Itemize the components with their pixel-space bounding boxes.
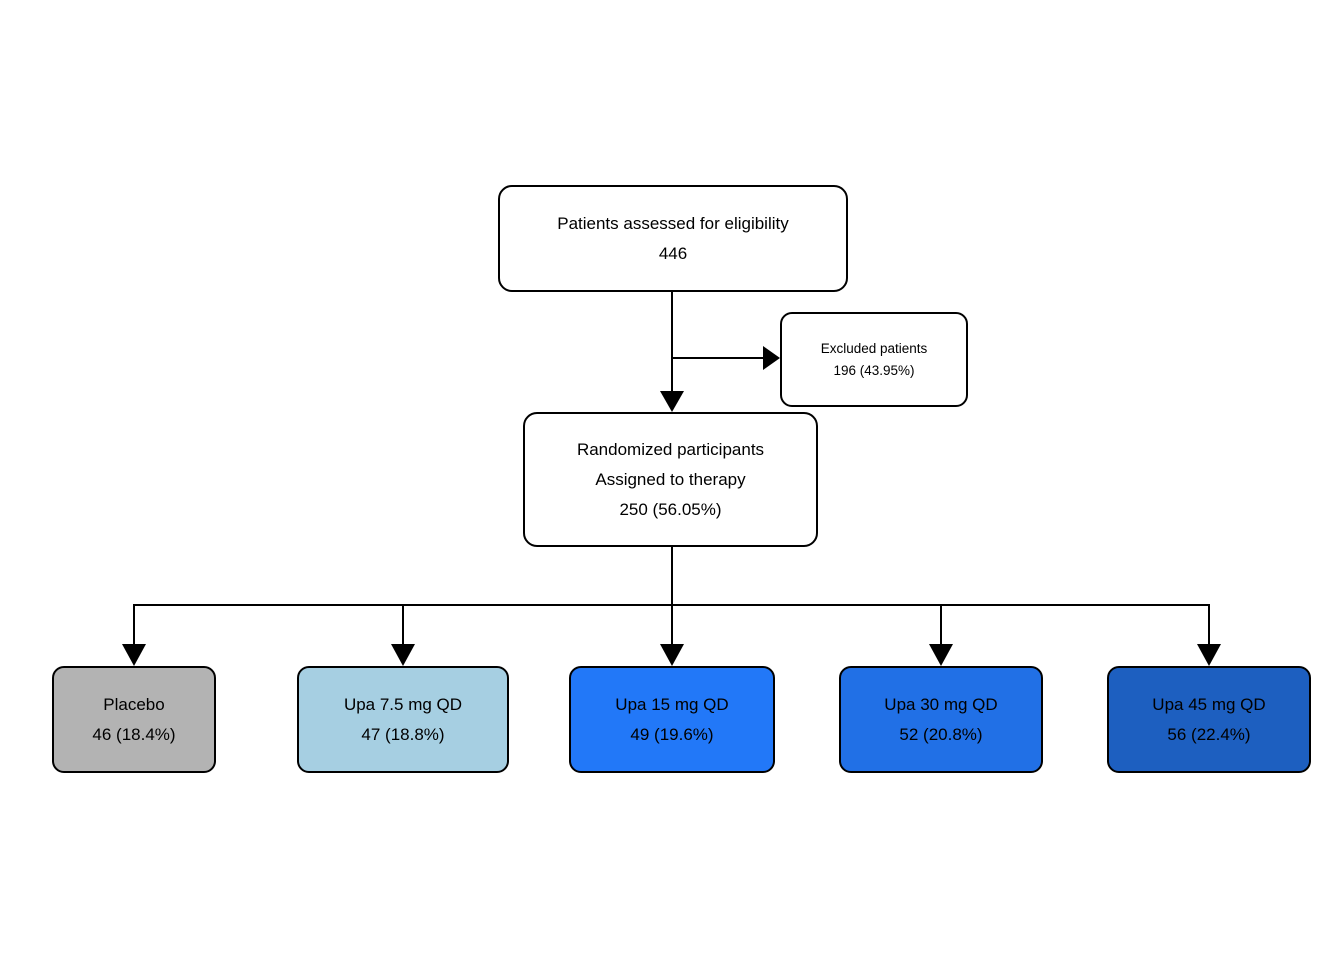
arm-label: Upa 15 mg QD xyxy=(615,694,729,714)
randomized-label-1: Randomized participants xyxy=(576,439,765,459)
arm-label: Upa 45 mg QD xyxy=(1152,694,1266,714)
arm-box-upa-45: Upa 45 mg QD 56 (22.4%) xyxy=(1107,666,1311,773)
arrowhead-arm-upa45 xyxy=(1197,644,1221,666)
excluded-count: 196 (43.95%) xyxy=(833,362,915,378)
arm-box-placebo: Placebo 46 (18.4%) xyxy=(52,666,216,773)
arrowhead-excluded xyxy=(763,346,780,370)
arm-count: 47 (18.8%) xyxy=(361,724,445,744)
eligibility-box: Patients assessed for eligibility 446 xyxy=(498,185,848,292)
arrowhead-arm-upa30 xyxy=(929,644,953,666)
eligibility-count: 446 xyxy=(658,243,688,263)
arm-box-upa-30: Upa 30 mg QD 52 (20.8%) xyxy=(839,666,1043,773)
excluded-label: Excluded patients xyxy=(820,340,928,356)
arm-label: Upa 7.5 mg QD xyxy=(343,694,463,714)
arrowhead-arm-upa15 xyxy=(660,644,684,666)
arrowhead-randomized xyxy=(660,391,684,412)
arm-box-upa-15: Upa 15 mg QD 49 (19.6%) xyxy=(569,666,775,773)
arm-count: 56 (22.4%) xyxy=(1167,724,1251,744)
randomized-label-2: Assigned to therapy xyxy=(595,469,746,489)
excluded-box: Excluded patients 196 (43.95%) xyxy=(780,312,968,407)
arrowhead-arm-upa75 xyxy=(391,644,415,666)
randomized-count: 250 (56.05%) xyxy=(619,499,722,519)
arm-count: 49 (19.6%) xyxy=(630,724,714,744)
arm-label: Placebo xyxy=(103,694,165,714)
randomized-box: Randomized participants Assigned to ther… xyxy=(523,412,818,547)
arm-count: 46 (18.4%) xyxy=(92,724,176,744)
arm-count: 52 (20.8%) xyxy=(899,724,983,744)
arrowhead-arm-placebo xyxy=(122,644,146,666)
eligibility-label: Patients assessed for eligibility xyxy=(557,213,789,233)
arm-box-upa-7-5: Upa 7.5 mg QD 47 (18.8%) xyxy=(297,666,509,773)
arm-label: Upa 30 mg QD xyxy=(884,694,998,714)
